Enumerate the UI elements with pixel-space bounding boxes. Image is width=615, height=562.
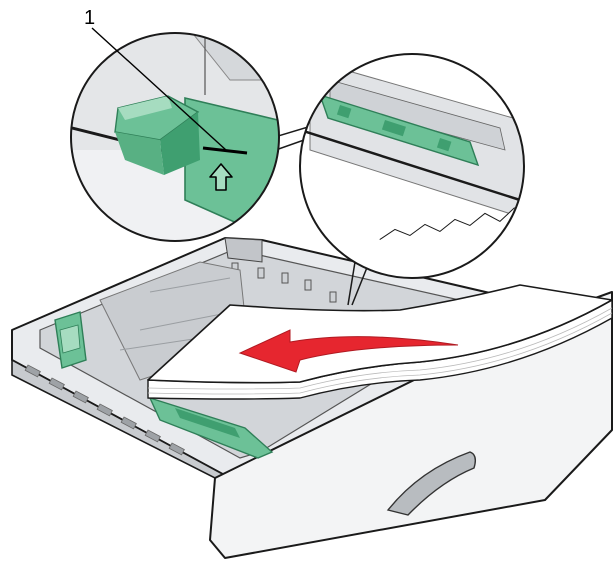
tray-back-wall	[224, 237, 263, 263]
up-arrow-icon	[209, 163, 233, 191]
callout-number: 1	[84, 7, 95, 29]
tray-floor-grid	[119, 277, 233, 351]
zoom-detail-left	[70, 32, 280, 242]
callout-1: 1	[84, 7, 227, 151]
tray-side-slots	[24, 364, 185, 456]
curved-arrow-icon	[238, 329, 459, 373]
callout-leader-line	[91, 27, 227, 151]
left-width-guide[interactable]	[54, 311, 87, 369]
front-length-guide[interactable]	[148, 396, 274, 459]
max-fill-line	[202, 146, 248, 155]
zoom-detail-right	[299, 53, 525, 279]
tray-handle	[386, 451, 477, 516]
